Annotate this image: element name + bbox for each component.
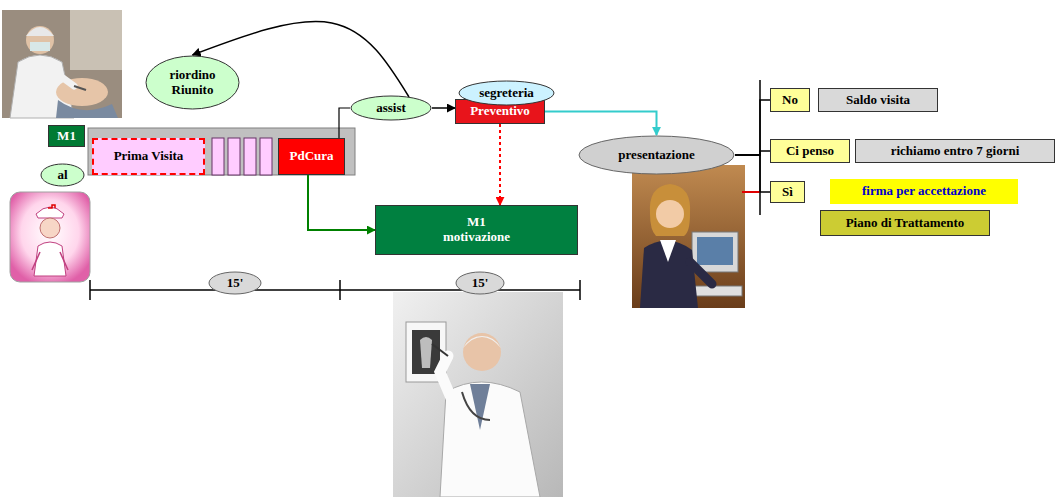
photo-ground bbox=[393, 292, 563, 497]
step-slot bbox=[260, 138, 272, 175]
connector bbox=[735, 155, 770, 192]
secretary-arm bbox=[690, 262, 712, 284]
node-label: M1 motivazione bbox=[443, 215, 510, 245]
node-label: Prima Visita bbox=[114, 149, 184, 164]
node-label: Preventivo bbox=[470, 104, 530, 119]
doctor-arm bbox=[440, 356, 452, 400]
ellipse-node: assist bbox=[350, 95, 432, 121]
action-box: richiamo entro 7 giorni bbox=[855, 139, 1055, 163]
timeline-axis bbox=[90, 289, 580, 291]
connector bbox=[545, 112, 657, 136]
ellipse-shape bbox=[459, 81, 554, 105]
xray-bone bbox=[420, 337, 432, 368]
node-label: firma per accettazione bbox=[862, 184, 986, 199]
duration-ellipse: 15' bbox=[208, 271, 262, 295]
node-label: presentazione bbox=[618, 148, 694, 163]
xray-film bbox=[412, 330, 440, 374]
node-label: segreteria bbox=[479, 86, 534, 101]
connector bbox=[735, 100, 770, 155]
process-box: M1 motivazione bbox=[375, 205, 578, 255]
action-box: Piano di Trattamento bbox=[820, 210, 990, 236]
dentist-mask bbox=[30, 42, 50, 51]
ellipse-node: al bbox=[40, 163, 85, 187]
node-label: Piano di Trattamento bbox=[846, 216, 965, 231]
visit-band bbox=[88, 128, 355, 175]
connector bbox=[499, 124, 501, 205]
dentist-photo bbox=[2, 10, 122, 118]
cap-cross bbox=[48, 205, 55, 208]
photo-ground bbox=[2, 10, 122, 118]
nurse-arms bbox=[32, 252, 68, 270]
node-label: richiamo entro 7 giorni bbox=[891, 144, 1020, 159]
node-label: 15' bbox=[227, 276, 244, 291]
node-label: 15' bbox=[472, 276, 489, 291]
ellipse-shape bbox=[209, 272, 261, 294]
doctor-tie bbox=[470, 384, 490, 430]
ellipse-shape bbox=[579, 136, 734, 174]
duration-ellipse: 15' bbox=[455, 271, 505, 295]
connector bbox=[339, 108, 350, 138]
ellipse-node: riordino Riunito bbox=[145, 55, 240, 110]
doctor-photo bbox=[393, 292, 563, 497]
dentist-cap bbox=[26, 27, 54, 36]
dentist-arm bbox=[52, 70, 74, 86]
node-label: PdCura bbox=[289, 149, 333, 164]
step-slot bbox=[228, 138, 240, 175]
process-box: PdCura bbox=[278, 138, 345, 175]
ellipse-node: segreteria bbox=[458, 80, 555, 106]
photo-wall bbox=[70, 10, 122, 70]
node-label: Ci penso bbox=[786, 144, 834, 159]
node-label: No bbox=[782, 93, 798, 108]
ellipse-shape bbox=[456, 272, 504, 294]
patient-bib bbox=[56, 100, 118, 118]
monitor-screen bbox=[697, 237, 733, 265]
dentist-head bbox=[26, 26, 54, 54]
ellipse-node: presentazione bbox=[578, 135, 735, 175]
action-box: Saldo visita bbox=[818, 88, 938, 112]
connector bbox=[432, 107, 455, 109]
connectors bbox=[193, 22, 771, 230]
timeline-tick bbox=[339, 280, 341, 300]
accept-line bbox=[742, 191, 760, 193]
ellipse-shape bbox=[41, 164, 84, 186]
step-slot bbox=[212, 138, 224, 175]
doctor-head bbox=[463, 333, 501, 371]
pointer-pen bbox=[432, 344, 448, 356]
hair bbox=[650, 184, 690, 236]
collar bbox=[660, 240, 676, 262]
timeline-tick bbox=[89, 280, 91, 300]
answer-box: No bbox=[770, 88, 810, 112]
node-label: al bbox=[57, 168, 67, 183]
ellipse-shape bbox=[146, 56, 239, 109]
answer-box: Sì bbox=[770, 181, 805, 203]
icon-frame bbox=[10, 192, 90, 282]
process-box: M1 bbox=[48, 125, 85, 147]
dental-tool bbox=[74, 86, 86, 90]
process-box: Prima Visita bbox=[92, 138, 205, 175]
node-label: Saldo visita bbox=[846, 93, 910, 108]
suit bbox=[640, 240, 698, 308]
nurse-dress bbox=[34, 242, 66, 276]
timeline-tick bbox=[579, 280, 581, 300]
doctor-hair bbox=[463, 336, 501, 348]
step-slot bbox=[244, 138, 256, 175]
stethoscope bbox=[462, 392, 490, 420]
node-label: assist bbox=[376, 101, 406, 116]
secretary-photo bbox=[632, 165, 745, 308]
action-box: firma per accettazione bbox=[830, 179, 1018, 204]
secretary-head bbox=[656, 200, 684, 228]
node-label: M1 bbox=[57, 129, 76, 144]
ellipse-shape bbox=[351, 96, 431, 120]
photo-ground bbox=[632, 165, 745, 308]
nurse-icon bbox=[10, 192, 90, 282]
nurse-head bbox=[40, 218, 60, 238]
node-label: riordino Riunito bbox=[169, 68, 215, 98]
connector bbox=[308, 175, 375, 230]
answer-box: Ci penso bbox=[770, 139, 850, 163]
node-label: Sì bbox=[782, 185, 793, 200]
